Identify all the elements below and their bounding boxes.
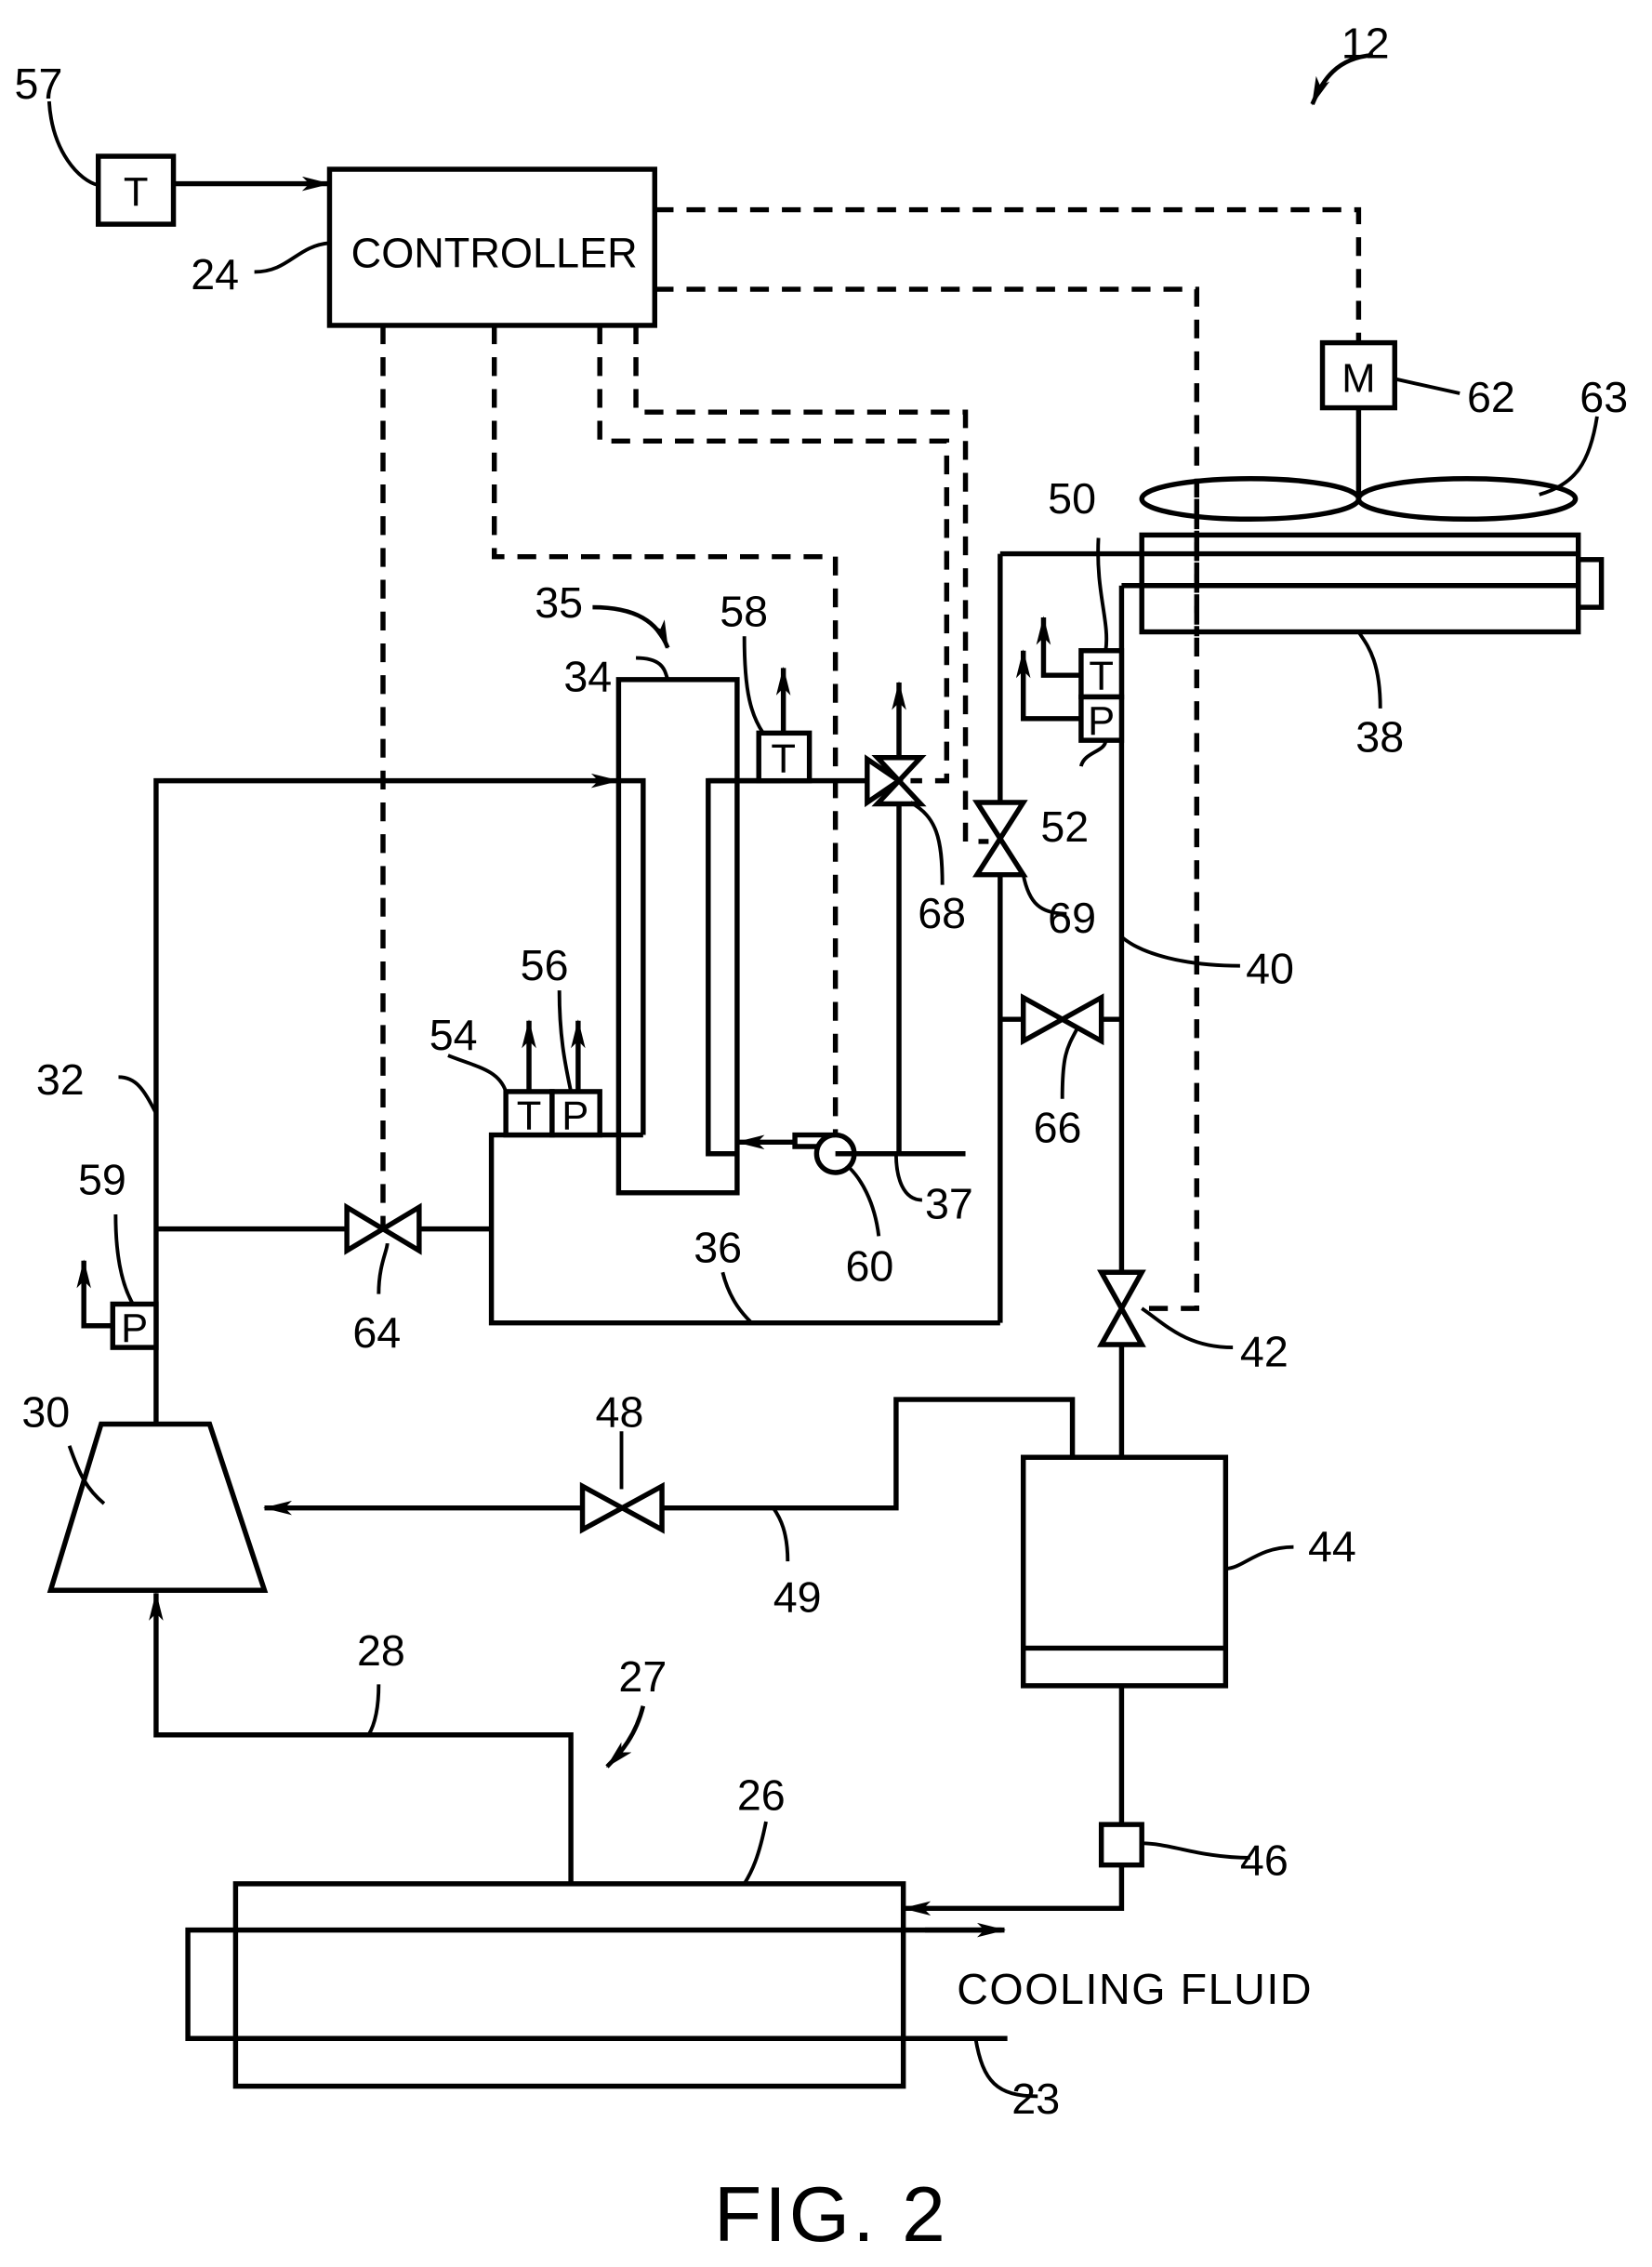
ref-46: 46 bbox=[1240, 1836, 1289, 1885]
ref-27: 27 bbox=[618, 1652, 667, 1701]
ref-69: 69 bbox=[1048, 894, 1096, 942]
ref-35: 35 bbox=[535, 578, 583, 627]
ref-26: 26 bbox=[737, 1771, 786, 1820]
condenser bbox=[1000, 535, 1602, 631]
ref-12: 12 bbox=[1341, 19, 1390, 67]
ref-34: 34 bbox=[563, 652, 612, 700]
valve-69 bbox=[977, 802, 1024, 875]
ref-68: 68 bbox=[918, 889, 966, 937]
valve-42 bbox=[1102, 1272, 1143, 1345]
ref-58: 58 bbox=[720, 587, 768, 635]
vessel-temp-pressure-sensors: T P bbox=[506, 1021, 600, 1139]
control-line-valve-68 bbox=[600, 325, 946, 781]
sensor-letter: T bbox=[1089, 655, 1114, 699]
temperature-sensor-58: T bbox=[759, 668, 809, 781]
device-46 bbox=[1102, 1824, 1143, 1865]
ref-28: 28 bbox=[357, 1626, 405, 1675]
vessel-36 bbox=[492, 1135, 1000, 1323]
economizer-line-49 bbox=[662, 1399, 1073, 1508]
ref-38: 38 bbox=[1355, 713, 1404, 762]
motor-letter: M bbox=[1341, 356, 1375, 401]
control-line-valve-69 bbox=[636, 325, 988, 842]
ref-42: 42 bbox=[1240, 1327, 1289, 1375]
fan-motor: M bbox=[1323, 343, 1395, 408]
sensor-letter: T bbox=[517, 1094, 542, 1138]
ref-64: 64 bbox=[352, 1308, 401, 1357]
column-34 bbox=[618, 680, 780, 1193]
sensor-letter: P bbox=[1088, 699, 1115, 744]
liquid-line-to-evaporator bbox=[904, 1686, 1122, 1908]
cooling-fluid-tube-23 bbox=[188, 1930, 1008, 2039]
controller-box: CONTROLLER bbox=[329, 169, 654, 325]
fan-blade bbox=[1142, 479, 1358, 520]
ref-54: 54 bbox=[430, 1011, 478, 1059]
valve-68 bbox=[867, 683, 921, 1154]
ref-40: 40 bbox=[1246, 944, 1294, 992]
ref-57: 57 bbox=[15, 60, 63, 108]
figure-caption: FIG. 2 bbox=[714, 2170, 948, 2258]
ref-59: 59 bbox=[78, 1155, 126, 1203]
ref-49: 49 bbox=[773, 1573, 822, 1622]
ref-63: 63 bbox=[1579, 373, 1628, 421]
flash-tank-44 bbox=[1024, 1457, 1226, 1686]
ref-66: 66 bbox=[1034, 1103, 1082, 1151]
sensor-letter: T bbox=[771, 736, 796, 781]
valve-64 bbox=[347, 1207, 419, 1251]
sensor-letter: P bbox=[562, 1094, 588, 1138]
ambient-temperature-sensor: T bbox=[99, 156, 174, 224]
pump-60 bbox=[737, 1135, 966, 1173]
sensor-letter: T bbox=[124, 170, 149, 215]
valve-66 bbox=[1024, 998, 1102, 1041]
ref-52: 52 bbox=[1040, 802, 1089, 851]
fan-blade bbox=[1358, 479, 1575, 520]
controller-label: CONTROLLER bbox=[351, 230, 638, 277]
compressor-30 bbox=[50, 1424, 264, 1590]
ref-32: 32 bbox=[36, 1055, 85, 1104]
cooling-fluid-label: COOLING FLUID bbox=[957, 1965, 1313, 2013]
reference-numerals: 12 57 24 62 63 50 35 58 34 38 52 68 69 4… bbox=[15, 19, 1629, 2123]
ref-60: 60 bbox=[845, 1242, 893, 1291]
ref-62: 62 bbox=[1467, 373, 1515, 421]
ref-37: 37 bbox=[925, 1180, 973, 1228]
valve-48 bbox=[583, 1486, 663, 1530]
ref-36: 36 bbox=[694, 1223, 742, 1271]
ref-24: 24 bbox=[191, 250, 239, 298]
control-line-motor bbox=[654, 210, 1358, 343]
ref-30: 30 bbox=[21, 1388, 70, 1437]
ref-44: 44 bbox=[1308, 1522, 1356, 1571]
ref-56: 56 bbox=[521, 941, 569, 989]
ref-50: 50 bbox=[1048, 474, 1096, 523]
ref-23: 23 bbox=[1011, 2075, 1060, 2123]
sensor-letter: P bbox=[121, 1306, 148, 1351]
evaporator-26 bbox=[235, 1884, 903, 2087]
ref-48: 48 bbox=[596, 1388, 644, 1437]
